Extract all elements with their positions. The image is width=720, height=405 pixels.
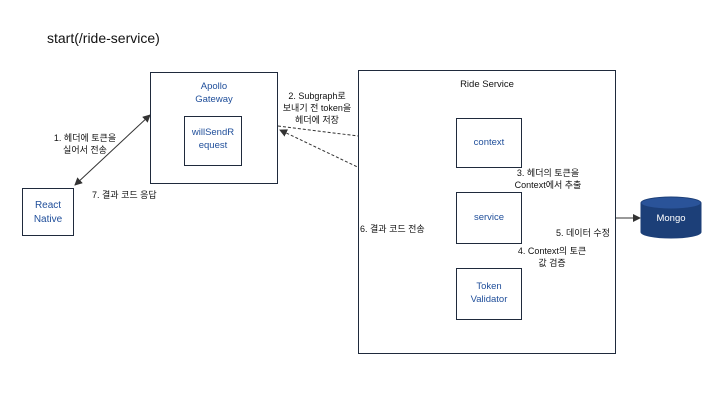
react-native-node: React Native <box>22 188 74 236</box>
react-native-label-line1: React <box>34 200 62 211</box>
edge-label-1-line2: 실어서 전송 <box>63 145 107 156</box>
edge-label-2-line2: 보내기 전 token을 <box>282 103 352 114</box>
edge-label-3-line2: Context에서 추출 <box>514 180 582 191</box>
edge-label-4: 4. Context의 토큰 값 검증 <box>508 245 596 269</box>
edge-label-3-line1: 3. 헤더의 토큰을 <box>516 168 580 178</box>
token-validator-label-line1: Token <box>476 281 502 292</box>
ride-service-label: Ride Service <box>460 79 514 90</box>
edge-react-gateway <box>74 114 151 186</box>
edge-label-5: 5. 데이터 수정 <box>556 228 610 238</box>
edge-label-6: 6. 결과 코드 전송 <box>360 224 425 234</box>
page-title: start(/ride-service) <box>47 30 160 46</box>
edge-label-3: 3. 헤더의 토큰을 Context에서 추출 <box>504 167 592 191</box>
will-send-request-node: willSendR equest <box>184 116 242 166</box>
edge-label-1: 1. 헤더에 토큰을 실어서 전송 <box>50 132 120 156</box>
edge-label-4-line2: 값 검증 <box>538 258 566 269</box>
edge-label-7: 7. 결과 코드 응답 <box>92 190 157 200</box>
token-validator-node: Token Validator <box>456 268 522 320</box>
edge-label-2-line3: 헤더에 저장 <box>295 115 339 126</box>
mongo-database-icon <box>640 196 702 239</box>
context-node: context <box>456 118 522 168</box>
edge-label-2: 2. Subgraph로 보내기 전 token을 헤더에 저장 <box>276 90 358 126</box>
token-validator-label-line2: Validator <box>470 293 508 305</box>
service-node: service <box>456 192 522 244</box>
service-label: service <box>473 212 505 223</box>
will-send-request-label-line2: equest <box>198 139 228 151</box>
apollo-gateway-label-line1: Apollo <box>200 81 228 92</box>
edge-label-1-line1: 1. 헤더에 토큰을 <box>53 133 117 143</box>
mongo-label: Mongo <box>656 213 686 224</box>
will-send-request-label-line1: willSendR <box>191 127 235 138</box>
apollo-gateway-label-line2: Gateway <box>195 93 233 105</box>
edge-label-2-line1: 2. Subgraph로 <box>288 91 346 101</box>
context-label: context <box>473 137 505 148</box>
edge-label-4-line1: 4. Context의 토큰 <box>517 246 587 256</box>
react-native-label-line2: Native <box>33 213 63 225</box>
